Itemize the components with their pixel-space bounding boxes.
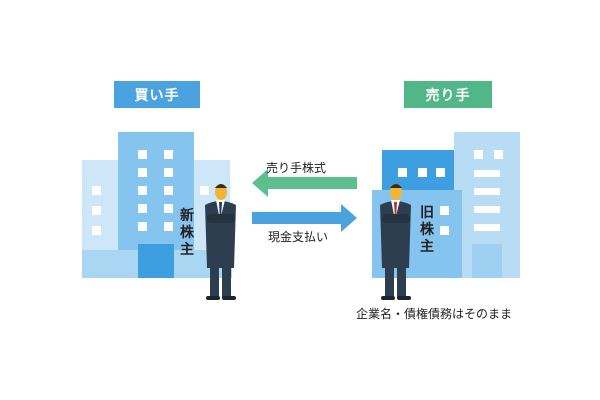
seller-label: 売り手 bbox=[425, 87, 471, 104]
new-shareholder-label: 新株主 bbox=[180, 208, 194, 258]
buyer-label: 買い手 bbox=[134, 87, 180, 104]
buyer-businessman bbox=[205, 184, 236, 300]
arrow-label-stock: 売り手株式 bbox=[266, 161, 327, 175]
seller-label-bg bbox=[404, 81, 492, 108]
arrow-right-to-seller bbox=[252, 204, 357, 232]
old-shareholder-label: 旧株主 bbox=[420, 205, 434, 255]
footnote-text: 企業名・債権債務はそのまま bbox=[356, 307, 513, 321]
seller-businessman bbox=[380, 184, 411, 300]
arrow-left-to-buyer bbox=[252, 169, 357, 197]
arrow-label-cash: 現金支払い bbox=[268, 230, 329, 244]
buyer-label-bg bbox=[114, 81, 200, 108]
